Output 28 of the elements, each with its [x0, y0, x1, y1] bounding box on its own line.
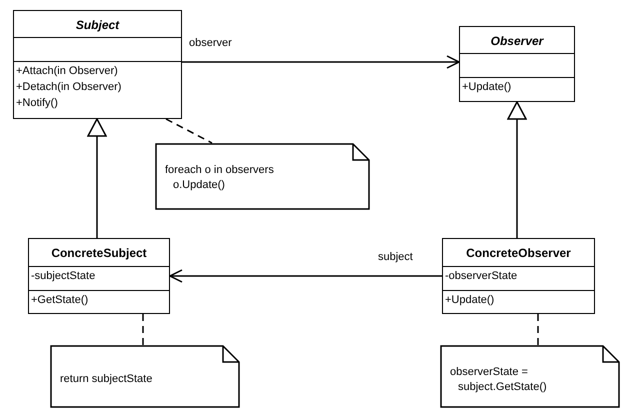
note-text: return subjectState — [60, 372, 154, 387]
method-text: +Update() — [462, 80, 512, 95]
class-box — [13, 10, 182, 119]
method-text: +Detach(in Observer) — [16, 80, 122, 95]
generalization-arrow — [507, 101, 527, 238]
class-name: ConcreteObserver — [465, 245, 572, 261]
class-name: Subject — [74, 17, 120, 33]
association-arrow — [182, 55, 460, 69]
note-text: foreach o in observers o.Update() — [165, 163, 275, 193]
attribute-text: -subjectState — [31, 269, 96, 284]
method-text: +Notify() — [16, 96, 59, 111]
note-text: observerState = subject.GetState() — [450, 365, 548, 395]
edge-label: subject — [376, 251, 415, 263]
class-box — [28, 238, 170, 314]
note-connector — [537, 314, 539, 345]
note-connector — [166, 118, 212, 144]
class-box — [459, 26, 575, 102]
attribute-text: -observerState — [445, 269, 518, 284]
method-text: +Update() — [445, 293, 496, 308]
class-name: ConcreteSubject — [50, 245, 148, 261]
edge-label: observer — [187, 37, 234, 49]
association-arrow — [169, 269, 442, 283]
generalization-arrow — [87, 118, 107, 238]
class-name: Observer — [490, 33, 545, 49]
method-text: +GetState() — [31, 293, 90, 308]
class-box — [442, 238, 595, 314]
note-connector — [142, 314, 144, 345]
method-text: +Attach(in Observer) — [16, 64, 119, 79]
